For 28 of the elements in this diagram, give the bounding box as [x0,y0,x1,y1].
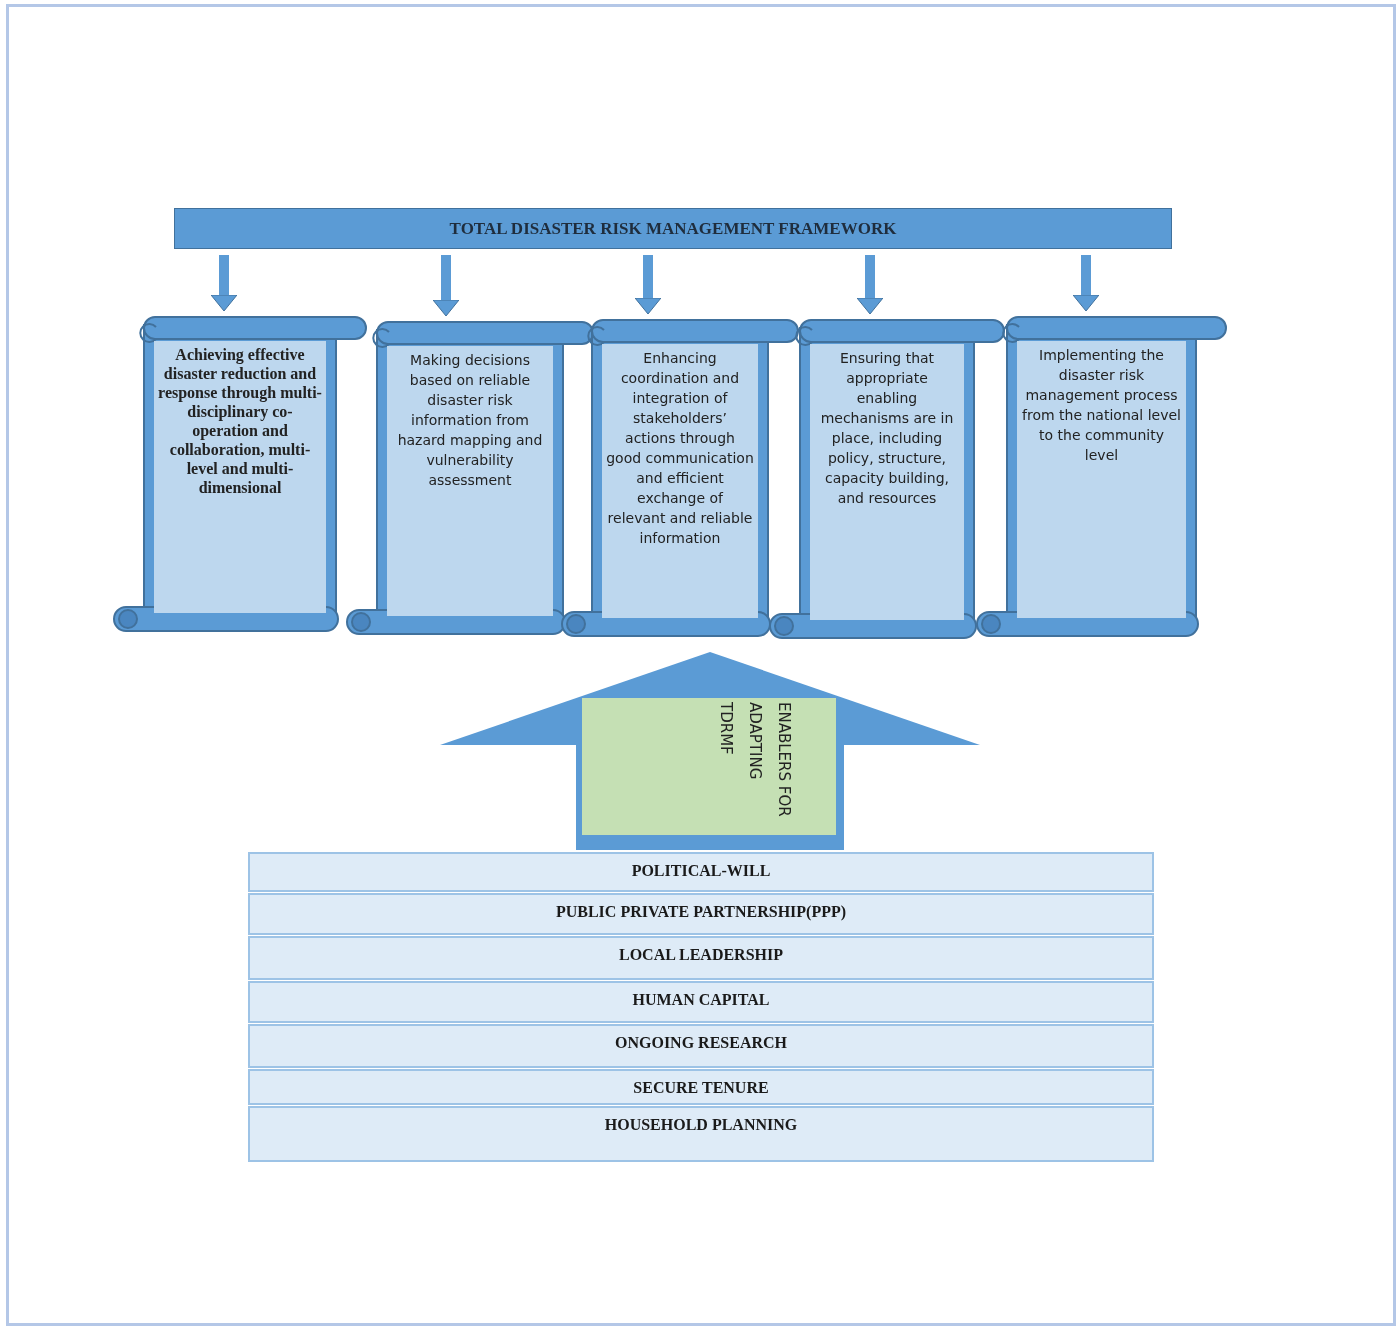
block-arrow [1072,255,1100,312]
node-text: PUBLIC PRIVATE PARTNERSHIP(PPP) [555,902,847,923]
node-text: LOCAL LEADERSHIP [618,945,783,965]
node-text: Enhancing coordination and integration of stakeholders’ actions through good communication and efficient exchange of relevant and reliable information [606,349,754,548]
node-text: HUMAN CAPITAL [632,990,770,1010]
block-arrow [634,255,662,315]
enabler-band [248,936,1154,980]
block-arrow [432,255,460,317]
edge-label: ENABLERS FOR ADAPTING TDRMF [716,702,794,819]
block-arrow [440,652,980,850]
enabler-band [248,852,1154,892]
node-text: TOTAL DISASTER RISK MANAGEMENT FRAMEWORK [449,217,897,240]
enabler-band [248,893,1154,935]
node-text: Achieving effective disaster reduction and response through multi-disciplinary co-operation and collaboration, multi-level and multi-dimensional [158,345,322,497]
node-text: HOUSEHOLD PLANNING [604,1115,798,1135]
enabler-band [248,981,1154,1023]
node-text: Implementing the disaster risk management process from the national level to the community level [1021,346,1182,465]
enabler-band [248,1106,1154,1162]
title-bar [174,208,1172,249]
node-text: ONGOING RESEARCH [615,1033,787,1053]
node-text: Making decisions based on reliable disaster risk information from hazard mapping and vulnerability assessment [396,351,544,490]
node-text: Ensuring that appropriate enabling mechanisms are in place, including policy, structure, capacity building, and resources [819,349,955,508]
enabler-band [248,1024,1154,1068]
block-arrow [210,255,238,312]
node-text: POLITICAL-WILL [631,861,771,881]
node-text: SECURE TENURE [633,1078,769,1098]
block-arrow [856,255,884,315]
enabler-band [248,1069,1154,1105]
